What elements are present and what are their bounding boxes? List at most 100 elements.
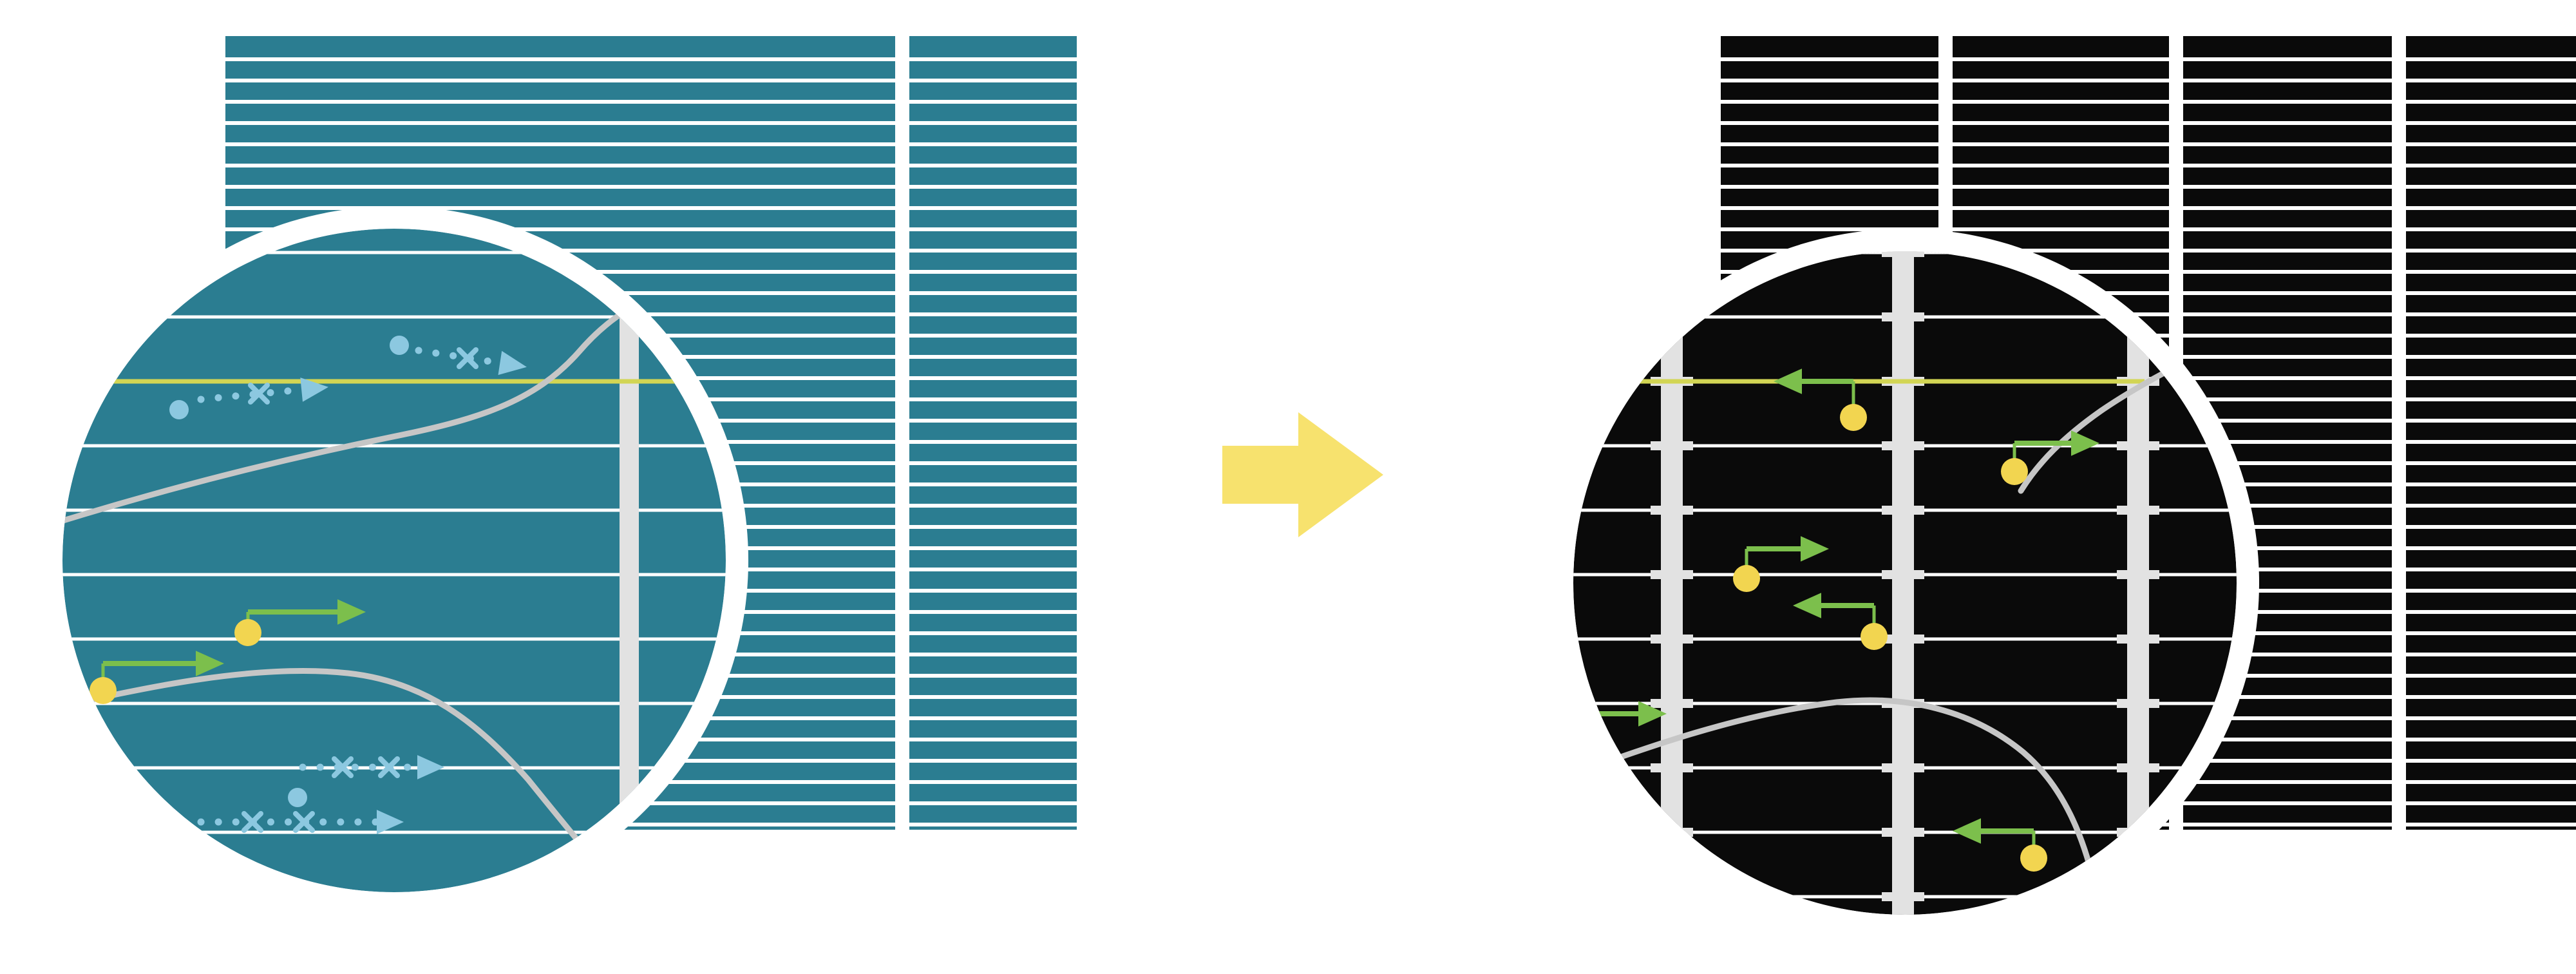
finger-line — [2406, 823, 2576, 826]
busbar-pad — [1882, 441, 1924, 450]
finger-line — [225, 142, 895, 146]
finger-line — [2406, 759, 2576, 763]
finger-line — [2406, 397, 2576, 401]
finger-line — [2406, 312, 2576, 316]
x-mark-icon — [378, 756, 400, 778]
left-magnifier — [40, 206, 748, 915]
finger-line — [2406, 482, 2576, 486]
finger-line — [909, 631, 1077, 635]
magnified-cell-surface — [62, 229, 726, 892]
right-magnifier — [1551, 229, 2259, 937]
finger-line — [2406, 546, 2576, 550]
finger-line — [909, 227, 1077, 231]
carrier-arrowhead-icon — [337, 599, 366, 625]
finger-line — [1953, 206, 2169, 210]
finger-line — [1953, 79, 2169, 82]
finger-line — [2183, 461, 2392, 465]
finger-line — [909, 440, 1077, 444]
magnified-finger-line — [62, 637, 726, 641]
finger-line — [2183, 142, 2392, 146]
finger-line — [2183, 589, 2392, 593]
finger-line — [2183, 419, 2392, 423]
finger-line — [909, 653, 1077, 656]
finger-line — [225, 164, 895, 167]
finger-line — [2183, 759, 2392, 763]
x-mark-icon — [293, 811, 315, 833]
loss-arrowhead-icon — [498, 350, 527, 376]
finger-line — [1721, 206, 1938, 210]
busbar-pad — [1882, 251, 1924, 257]
magnified-finger-line — [62, 508, 726, 512]
finger-line — [1721, 185, 1938, 189]
busbar — [1892, 251, 1914, 915]
magnified-finger-line — [62, 830, 726, 834]
busbar-pad — [1882, 828, 1924, 837]
finger-line — [909, 185, 1077, 189]
carrier-path — [2001, 430, 2099, 485]
finger-line — [2183, 801, 2392, 805]
finger-line — [2406, 100, 2576, 104]
finger-line — [909, 79, 1077, 82]
busbar-pad — [2117, 635, 2159, 644]
finger-line — [2183, 185, 2392, 189]
finger-line — [2183, 376, 2392, 380]
finger-line — [909, 164, 1077, 167]
magnified-finger-line — [62, 702, 726, 705]
finger-line — [909, 759, 1077, 763]
finger-line — [2183, 653, 2392, 656]
finger-line — [2183, 568, 2392, 571]
carrier-dot — [234, 619, 261, 646]
finger-line — [2183, 482, 2392, 486]
finger-line — [2183, 121, 2392, 125]
finger-line — [909, 801, 1077, 805]
finger-line — [1953, 142, 2169, 146]
finger-line — [2406, 419, 2576, 423]
finger-line — [2183, 631, 2392, 635]
busbar-pad — [1882, 312, 1924, 321]
finger-line — [2183, 334, 2392, 338]
finger-line — [2183, 227, 2392, 231]
finger-line — [1721, 164, 1938, 167]
right-arrow-icon — [1222, 412, 1383, 537]
finger-line — [1953, 249, 2169, 253]
carrier-arrowhead-icon — [1953, 818, 1981, 844]
finger-line — [909, 206, 1077, 210]
finger-line — [2406, 440, 2576, 444]
finger-line — [2406, 631, 2576, 635]
finger-line — [909, 100, 1077, 104]
busbar-pad — [1651, 570, 1693, 579]
finger-line — [2406, 568, 2576, 571]
finger-line — [909, 738, 1077, 741]
finger-line — [2183, 57, 2392, 61]
carrier-dot — [2020, 845, 2047, 872]
finger-line — [2406, 334, 2576, 338]
finger-line — [909, 355, 1077, 359]
finger-line — [225, 100, 895, 104]
finger-line — [1721, 121, 1938, 125]
finger-line — [1953, 185, 2169, 189]
finger-line — [2183, 249, 2392, 253]
finger-line — [2183, 440, 2392, 444]
finger-line — [1953, 227, 2169, 231]
finger-line — [909, 695, 1077, 699]
finger-line — [2406, 355, 2576, 359]
busbar-pad — [1882, 506, 1924, 515]
finger-line — [2406, 674, 2576, 678]
carrier-dot — [1861, 623, 1888, 650]
finger-line — [2406, 589, 2576, 593]
recombination-path — [288, 755, 444, 807]
busbar-pad — [1651, 699, 1693, 708]
busbar-pad — [2117, 441, 2159, 450]
carrier-arrowhead-icon — [1801, 536, 1829, 562]
finger-line — [909, 823, 1077, 826]
electron-dot — [169, 400, 189, 419]
carrier-dot — [90, 677, 117, 704]
finger-line — [225, 227, 895, 231]
finger-line — [2183, 270, 2392, 274]
finger-line — [2406, 142, 2576, 146]
busbar-pad — [1651, 441, 1693, 450]
finger-line — [909, 568, 1077, 571]
finger-line — [2183, 79, 2392, 82]
finger-line — [2406, 57, 2576, 61]
